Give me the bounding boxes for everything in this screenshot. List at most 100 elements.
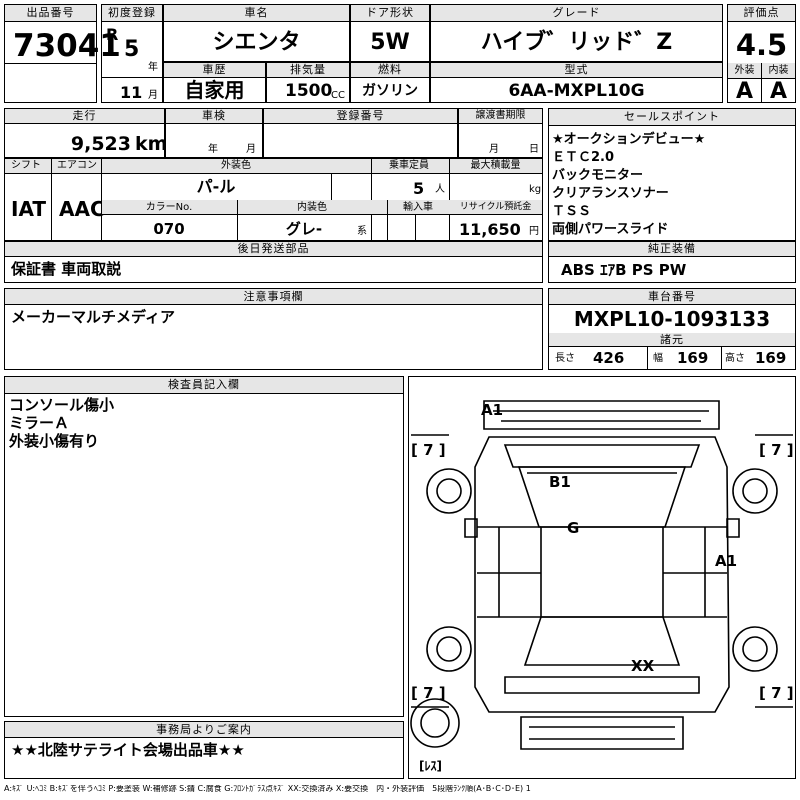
length: 426	[593, 349, 625, 367]
capacity-unit: 人	[435, 184, 445, 195]
int-rating: A	[769, 79, 788, 104]
shift: IAT	[11, 197, 47, 221]
chassis-box: 車台番号 MXPL10-1093133 諸元 長さ 426 幅 169 高さ 1…	[548, 288, 796, 370]
sales-line-3: バックモニター	[552, 168, 644, 183]
score-box: 評価点 4.5 外装 内装 A A	[727, 4, 796, 103]
damage-mark-5: XX	[631, 657, 655, 675]
inspector-box: 検査員記入欄 コンソール傷小 ミラーＡ 外装小傷有り	[4, 376, 404, 717]
fuel-box: 燃料 ガソリン	[350, 62, 430, 103]
mileage-box: 走行 9,523 km	[4, 108, 168, 158]
mileage-label: 走行	[5, 109, 164, 124]
door-box: ドア形状 5W	[350, 4, 430, 62]
regno-label: 登録番号	[264, 109, 457, 124]
reg-year: 5	[124, 37, 140, 62]
history: 自家用	[184, 78, 245, 102]
height-label: 高さ	[725, 353, 745, 364]
transfer-label: 譲渡書期限	[459, 109, 542, 124]
notes-box: 注意事項欄 メーカーマルチメディア	[4, 288, 543, 370]
ext-rating: A	[735, 79, 754, 104]
later-parts-box: 後日発送部品 保証書 車両取説	[4, 241, 543, 283]
office-label: 事務局よりご案内	[5, 722, 403, 738]
registration-box: 初度登録 R 5 年 11 月	[101, 4, 163, 103]
regno-box: 登録番号	[263, 108, 458, 158]
int-label: 内装	[768, 65, 789, 76]
lot-box: 出品番号 73041	[4, 4, 121, 103]
sales-line-4: クリアランスソナー	[552, 186, 669, 201]
model-code: 6AA-MXPL10G	[508, 81, 645, 101]
spec-grid-header	[5, 159, 542, 174]
damage-mark-3: G	[567, 519, 580, 537]
tire-label-rear-left: [ 7 ]	[411, 684, 446, 702]
inspection-month-unit: 月	[246, 144, 256, 155]
history-label: 車歴	[164, 63, 265, 78]
inspector-line-3: 外装小傷有り	[9, 432, 100, 450]
lot-label: 出品番号	[5, 5, 96, 22]
lot-number: 73041	[13, 28, 121, 64]
model-label: 型式	[431, 63, 722, 78]
score: 4.5	[735, 28, 788, 62]
registration-label: 初度登録	[102, 5, 162, 22]
grade: ハイブ゛リッド゛Z	[480, 30, 673, 55]
sales-line-1: ★オークションデビュー★	[552, 132, 706, 147]
color-number: 070	[153, 220, 185, 238]
damage-mark-4: A1	[715, 552, 738, 570]
width-label: 幅	[653, 353, 663, 364]
later-parts: 保証書 車両取説	[11, 260, 122, 278]
sales-points-label: セールスポイント	[549, 109, 795, 126]
sales-line-6: 両側パワースライド	[552, 222, 669, 237]
grade-box: グレード ハイブ゛リッド゛Z	[430, 4, 723, 62]
colorno-label: カラーNo.	[145, 202, 193, 213]
ac-label: エアコン	[57, 160, 97, 171]
reg-month-unit: 月	[148, 90, 158, 101]
length-label: 長さ	[555, 353, 575, 364]
transfer-day-unit: 日	[529, 144, 539, 155]
later-parts-label: 後日発送部品	[5, 242, 542, 257]
displacement: 1500	[285, 81, 333, 101]
reg-year-unit: 年	[148, 62, 158, 73]
recycle-fee: 11,650	[459, 220, 521, 239]
tire-label-front-right: [ 7 ]	[759, 441, 794, 459]
fuel: ガソリン	[362, 83, 418, 99]
fuel-label: 燃料	[351, 63, 429, 78]
width: 169	[677, 349, 709, 367]
load-unit: kg	[529, 184, 542, 195]
sales-points-box: セールスポイント ★オークションデビュー★ ＥＴＣ2.0 バックモニター クリア…	[548, 108, 796, 241]
inspector-line-2: ミラーＡ	[9, 414, 70, 432]
displacement-label: 排気量	[267, 63, 349, 78]
score-label: 評価点	[728, 5, 795, 22]
tire-label-front-left: [ 7 ]	[411, 441, 446, 459]
sales-line-5: ＴＳＳ	[552, 204, 592, 219]
color: パ-ル	[196, 177, 236, 196]
displacement-box: 排気量 1500 CC	[266, 62, 350, 103]
ac: AAC	[59, 197, 105, 221]
capacity-label: 乗車定員	[389, 160, 429, 171]
import-label: 輸入車	[403, 202, 433, 213]
interior-color-suffix: 系	[357, 226, 367, 237]
capacity: 5	[413, 179, 425, 198]
car-diagram-box: A1 B1 G A1 XX [ 7 ] [ 7 ] [ 7 ] [ 7 ] [ﾚ…	[408, 376, 796, 779]
chassis-number: MXPL10-1093133	[573, 307, 771, 331]
spec-grid-subheader	[102, 200, 542, 215]
inspection-label: 車検	[166, 109, 262, 124]
door-type: 5W	[370, 30, 410, 55]
recycle-unit: 円	[529, 226, 539, 237]
chassis-label: 車台番号	[549, 289, 795, 305]
mileage: 9,523	[70, 133, 131, 155]
inspection-year-unit: 年	[208, 144, 218, 155]
ext-label: 外装	[734, 65, 755, 76]
color-label: 外装色	[221, 160, 251, 171]
height: 169	[755, 349, 787, 367]
sales-line-2: ＥＴＣ2.0	[552, 150, 615, 165]
inspection-box: 車検 年 月	[165, 108, 263, 158]
spare-label: [ﾚｽ]	[419, 759, 442, 773]
reg-month: 11	[120, 83, 143, 102]
damage-mark-1: A1	[481, 401, 504, 419]
equipment: ABS ｴｱB PS PW	[561, 261, 687, 279]
mileage-unit: km	[135, 133, 168, 155]
grade-label: グレード	[431, 5, 722, 22]
equipment-label: 純正装備	[549, 242, 795, 257]
tire-label-rear-right: [ 7 ]	[759, 684, 794, 702]
car-diagram	[410, 400, 793, 750]
specs-label: 諸元	[549, 333, 795, 347]
recycle-label: リサイクル預託金	[459, 202, 532, 212]
